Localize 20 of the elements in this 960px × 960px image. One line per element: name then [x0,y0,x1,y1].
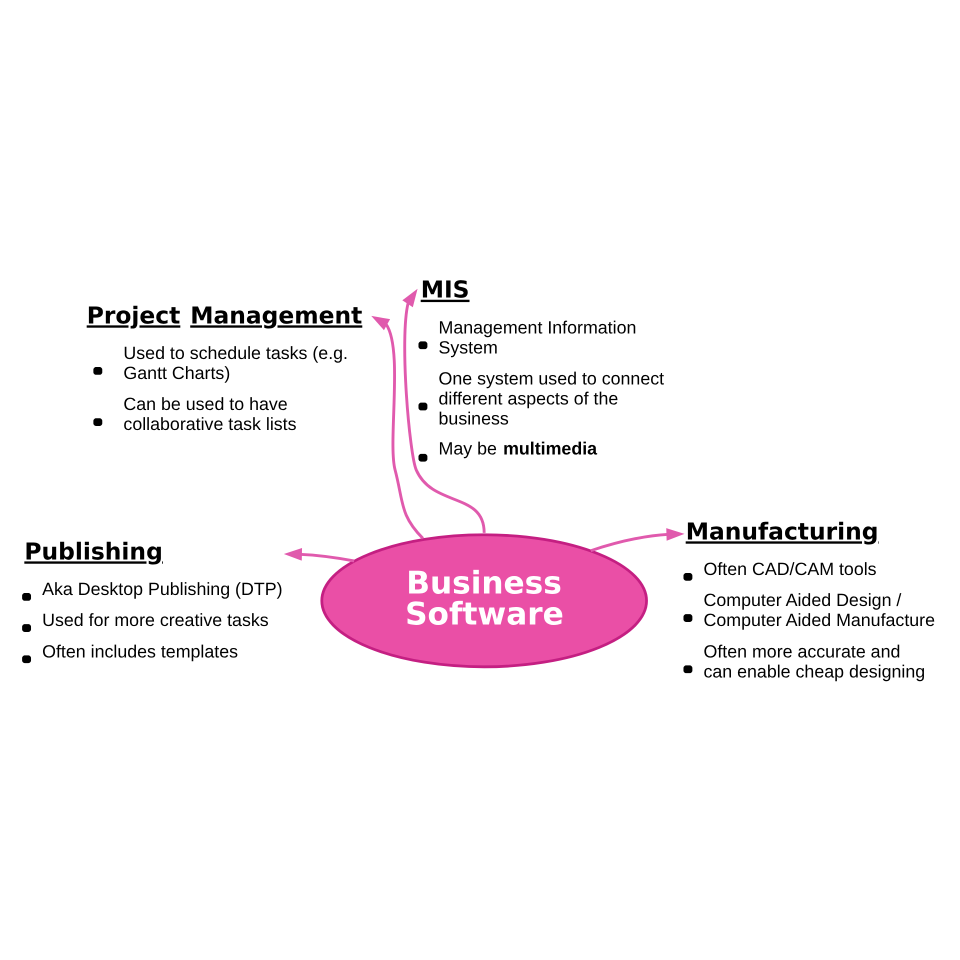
node-label: Often more accurate and can enable cheap designing [704,641,926,682]
arrow [402,288,486,534]
arrow [590,528,685,552]
node-label: Computer Aided Design / Computer Aided Manufacture [704,590,936,630]
arrow [371,316,424,540]
node-label: One system used to connect different aspects of the business [438,368,664,429]
node-ellipse: Business Software [320,533,648,668]
node-label: Used for more creative tasks [42,610,269,630]
arrow [284,548,354,562]
node-label: Project Management [86,301,362,330]
node-label: Publishing [24,537,163,566]
node-label: Aka Desktop Publishing (DTP) [42,579,283,600]
node-label: Can be used to have collaborative task lists [123,394,297,434]
node-label: Used to schedule tasks (e.g. Gantt Charts) [123,342,348,384]
node-label: Manufacturing [686,517,879,546]
node-label: Management Information System [438,317,636,358]
node-label: MIS [420,276,470,304]
node-label: Often CAD/CAM tools [704,558,877,579]
node-label: Often includes templates [42,641,238,662]
node-label: May be multimedia [438,438,598,459]
